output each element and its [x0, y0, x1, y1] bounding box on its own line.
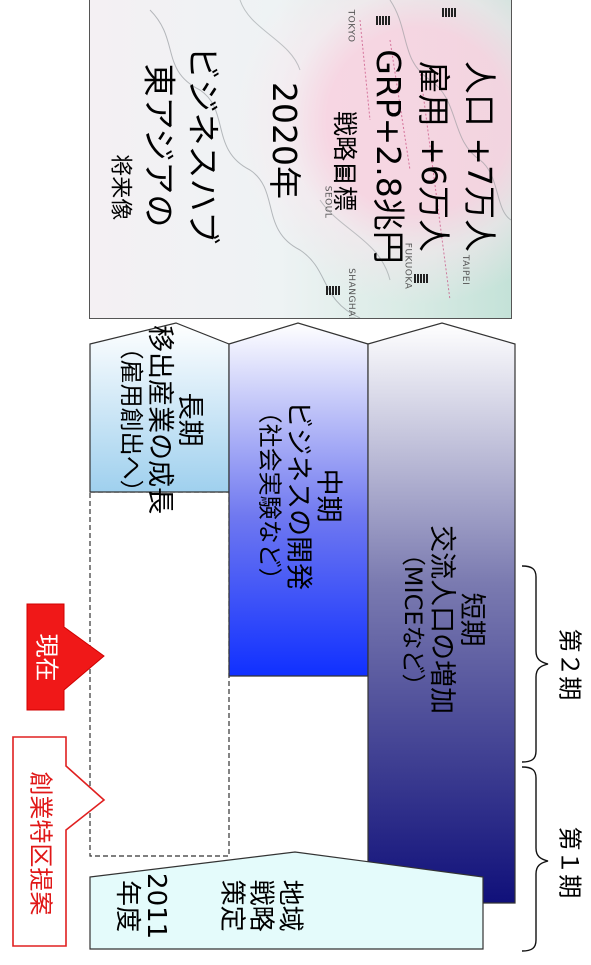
proposal-callout-shape: [12, 736, 106, 947]
map-label-tokyo: TOKYO: [345, 9, 356, 43]
building-icon: [326, 286, 340, 295]
vision-panel: TOKYO SEOUL FUKUOKA SHANGHAI TAIPEI 将来像 …: [89, 0, 512, 319]
proposal-callout: 創業特区提案: [26, 771, 55, 915]
short-term-arrow-shape: [367, 322, 516, 904]
building-icon: [376, 16, 390, 25]
vision-target-population: 人口 +7万人: [460, 60, 500, 252]
building-icon: [442, 8, 456, 17]
vision-target-grp: GRP+2.8兆円: [368, 48, 408, 264]
long-term-title: 長期: [173, 393, 205, 447]
current-callout-shape: [26, 603, 105, 711]
mid-term-desc: ビジネスの開発: [282, 401, 314, 591]
period2-brace: [521, 565, 549, 763]
short-term-label: 短期 交流人口の増加 （MICEなど）: [372, 500, 512, 740]
short-term-title: 短期: [455, 593, 487, 647]
mid-term-note: （社会実験など）: [255, 400, 284, 592]
period1-brace: [521, 766, 549, 952]
short-term-desc: 交流人口の増加: [425, 525, 457, 715]
short-term-note: （MICEなど）: [398, 542, 427, 698]
long-term-note: （雇用創出へ）: [116, 336, 145, 504]
building-icon: [414, 274, 428, 283]
vision-target-employment: 雇用 +6万人: [414, 60, 454, 252]
dashed-frame: [89, 491, 230, 857]
start-2011-plan: 地域 戦略 策定: [216, 879, 305, 932]
vision-year: 2020年: [264, 81, 304, 199]
vision-heading-line3: ビジネスハブ: [183, 45, 223, 244]
start-2011-arrow-shape: [89, 851, 484, 950]
map-background: [149, 0, 511, 318]
start-2011-year: 2011 年度: [111, 872, 172, 940]
mid-term-label: 中期 ビジネスの開発 （社会実験など）: [234, 376, 364, 616]
vision-target-heading: 戦略目標: [330, 110, 360, 212]
long-term-label: 長期 移出産業の成長 （雇用創出へ）: [96, 300, 224, 540]
building-icon: [336, 168, 350, 177]
period1-label: 第１期: [555, 826, 584, 898]
period2-label: 第２期: [555, 628, 584, 700]
map-label-shanghai: SHANGHAI: [346, 268, 357, 319]
current-callout: 現在: [32, 633, 61, 681]
long-term-desc: 移出産業の成長: [143, 325, 175, 515]
mid-term-title: 中期: [312, 469, 344, 523]
